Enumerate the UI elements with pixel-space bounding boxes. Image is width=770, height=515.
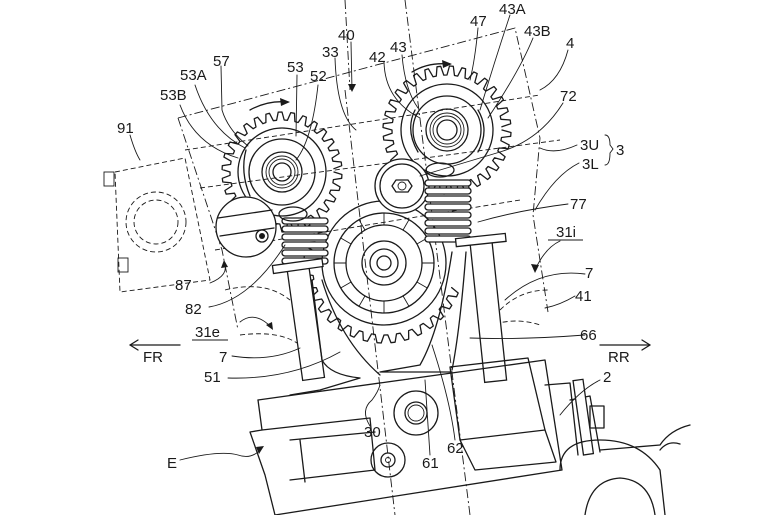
ref-4: 4: [566, 35, 574, 52]
ref-53B: 53B: [160, 87, 187, 104]
ref-43: 43: [390, 39, 407, 56]
spring-coil: [424, 203, 472, 211]
ref-42: 42: [369, 49, 386, 66]
spring-coil: [424, 227, 472, 235]
spring-coil: [424, 219, 472, 227]
ref-7-intake: 7: [585, 265, 593, 282]
intake-valve-spring: [424, 179, 472, 243]
ref-31e: 31e: [195, 324, 220, 341]
ref-53A: 53A: [180, 67, 207, 84]
ref-62: 62: [447, 440, 464, 457]
ref-3: 3: [616, 142, 624, 159]
ref-52: 52: [310, 68, 327, 85]
spring-coil: [424, 195, 472, 203]
gear-spoke: [358, 295, 366, 307]
reference-labels: 91 53B 53A 57 53 52 33 40 42 43 47 43A 4…: [117, 1, 624, 472]
ref-43A: 43A: [499, 1, 526, 18]
decomp-rotor: [215, 196, 277, 258]
ref-40: 40: [338, 27, 355, 44]
ref-51: 51: [204, 369, 221, 386]
tensioner-pulley: [374, 158, 430, 214]
ref-31i: 31i: [556, 224, 576, 241]
ref-33: 33: [322, 44, 339, 61]
gear-spoke: [402, 295, 410, 307]
front-label: FR: [143, 349, 163, 366]
spring-coil: [424, 211, 472, 219]
ref-30: 30: [364, 424, 381, 441]
spring-coil: [424, 187, 472, 195]
spring-coil: [424, 179, 472, 187]
ref-91: 91: [117, 120, 134, 137]
engine-body: [249, 357, 691, 515]
gear-spoke: [340, 281, 352, 289]
exhaust-valve: [271, 257, 381, 396]
ref-41: 41: [575, 288, 592, 305]
ref-7-exhaust: 7: [219, 349, 227, 366]
ref-3U: 3U: [580, 137, 599, 154]
leader-lines: [129, 14, 601, 461]
gear-spoke: [340, 237, 352, 245]
rear-direction-indicator: RR: [599, 339, 651, 366]
ref-87: 87: [175, 277, 192, 294]
ref-2: 2: [603, 369, 611, 386]
ref-77: 77: [570, 196, 587, 213]
ref-82: 82: [185, 301, 202, 318]
spring-coil: [281, 233, 329, 241]
ref-47: 47: [470, 13, 487, 30]
spring-coil: [281, 241, 329, 249]
ref-61: 61: [422, 455, 439, 472]
intake-valve: [379, 232, 508, 384]
exhaust-cam-gear: [221, 98, 343, 233]
gear-spoke: [358, 219, 366, 231]
ref-E: E: [167, 455, 177, 472]
ref-57: 57: [213, 53, 230, 70]
rear-label: RR: [608, 349, 630, 366]
ref-43B: 43B: [524, 23, 551, 40]
gear-spoke: [402, 219, 410, 231]
front-direction-indicator: FR: [129, 339, 181, 366]
gear-spoke: [416, 281, 428, 289]
ref-66: 66: [580, 327, 597, 344]
spring-coil: [281, 249, 329, 257]
ref-53: 53: [287, 59, 304, 76]
ref-3L: 3L: [582, 156, 599, 173]
spring-coil: [281, 225, 329, 233]
ref-72: 72: [560, 88, 577, 105]
